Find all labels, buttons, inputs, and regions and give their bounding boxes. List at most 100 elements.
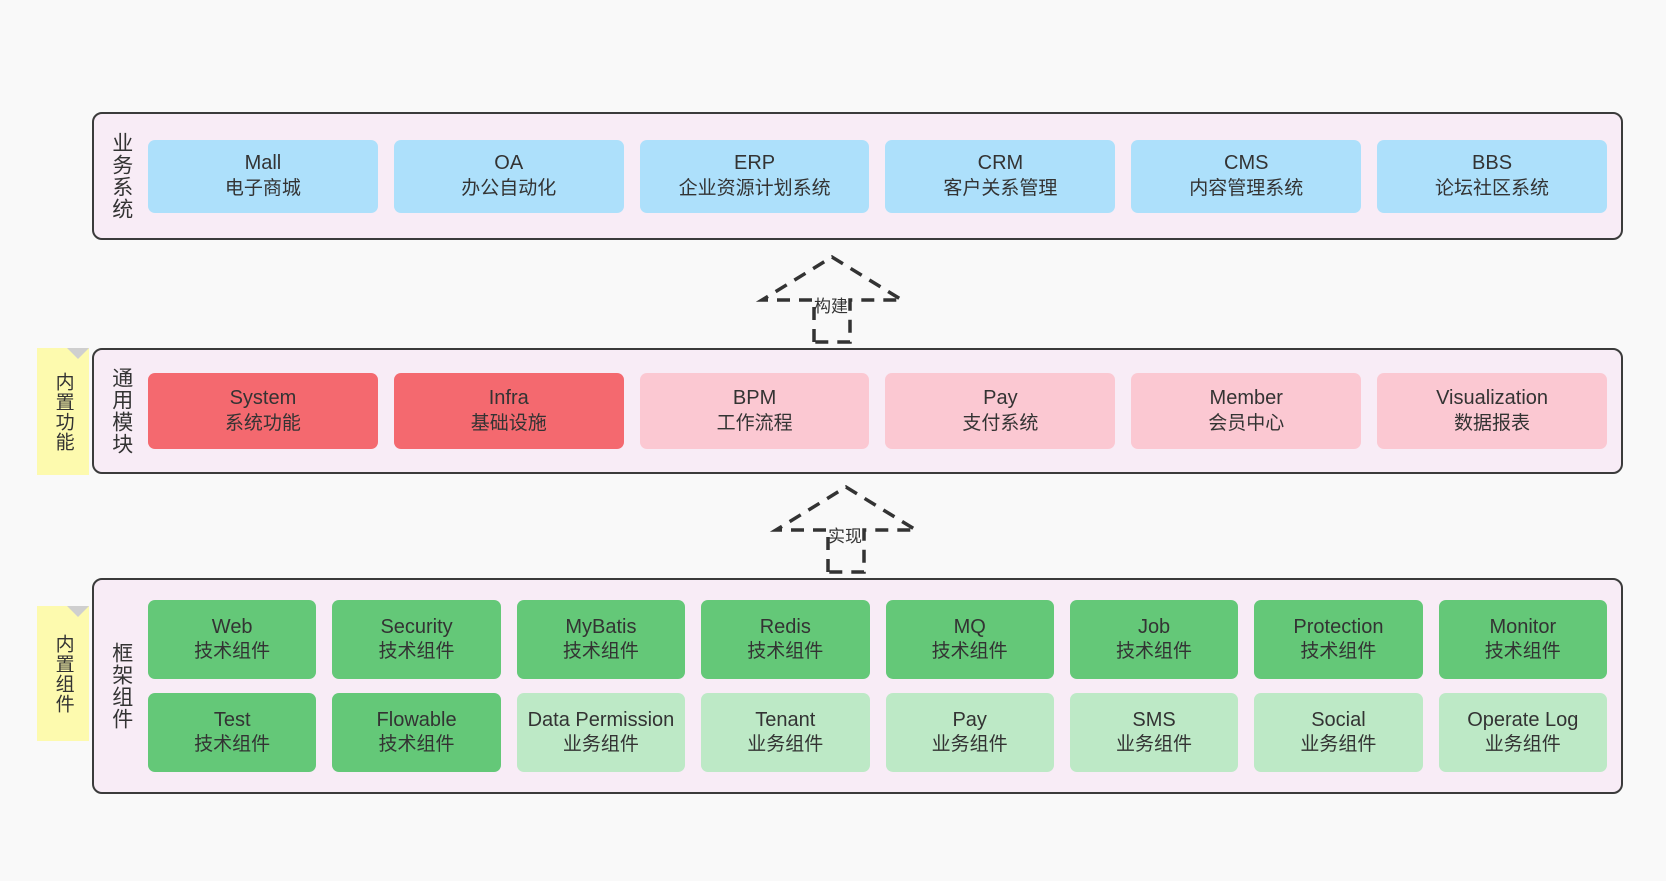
card-web[interactable]: Web 技术组件 (148, 600, 317, 679)
card-title-cn: 业务组件 (747, 734, 824, 756)
card-sms[interactable]: SMS 业务组件 (1069, 693, 1239, 772)
card-member[interactable]: Member 会员中心 (1131, 373, 1362, 449)
layer-body-common: System 系统功能 Infra 基础设施 BPM 工作流程 Pay 支付系统… (148, 350, 1621, 472)
card-title-cn: 工作流程 (716, 412, 793, 434)
card-title-en: Infra (488, 387, 529, 410)
card-social[interactable]: Social 业务组件 (1254, 693, 1423, 772)
card-pay-business[interactable]: Pay 业务组件 (885, 693, 1054, 772)
layer-business-system: 业务系统 Mall 电子商城 OA 办公自动化 ERP 企业资源计划系统 CRM… (92, 112, 1623, 240)
card-data-permission[interactable]: Data Permission 业务组件 (516, 693, 686, 772)
card-title-en: OA (494, 152, 524, 175)
card-protection[interactable]: Protection 技术组件 (1254, 600, 1423, 679)
card-title-en: Member (1209, 387, 1283, 410)
card-row: Mall 电子商城 OA 办公自动化 ERP 企业资源计划系统 CRM 客户关系… (148, 139, 1607, 213)
card-title-en: Pay (952, 708, 987, 731)
card-row: Test 技术组件 Flowable 技术组件 Data Permission … (148, 693, 1607, 772)
card-security[interactable]: Security 技术组件 (332, 600, 501, 679)
card-title-cn: 业务组件 (1300, 734, 1377, 756)
card-infra[interactable]: Infra 基础设施 (393, 373, 624, 449)
card-title-en: MQ (953, 615, 986, 638)
card-crm[interactable]: CRM 客户关系管理 (885, 139, 1116, 213)
card-cms[interactable]: CMS 内容管理系统 (1131, 139, 1362, 213)
card-title-cn: 业务组件 (931, 734, 1008, 756)
card-row: System 系统功能 Infra 基础设施 BPM 工作流程 Pay 支付系统… (148, 373, 1607, 449)
layer-title-business: 业务系统 (109, 132, 133, 220)
card-title-cn: 技术组件 (1300, 641, 1377, 663)
card-flowable[interactable]: Flowable 技术组件 (332, 693, 501, 772)
card-title-cn: 技术组件 (378, 734, 455, 756)
card-title-en: Test (213, 708, 251, 731)
card-erp[interactable]: ERP 企业资源计划系统 (639, 139, 870, 213)
card-title-en: Data Permission (527, 708, 675, 731)
card-title-en: Mall (244, 152, 282, 175)
card-monitor[interactable]: Monitor 技术组件 (1438, 600, 1607, 679)
card-title-cn: 技术组件 (1484, 641, 1561, 663)
card-title-en: CRM (977, 152, 1024, 175)
card-title-cn: 技术组件 (194, 734, 271, 756)
card-mall[interactable]: Mall 电子商城 (148, 139, 378, 213)
card-redis[interactable]: Redis 技术组件 (701, 600, 870, 679)
card-operate-log[interactable]: Operate Log 业务组件 (1438, 693, 1607, 772)
card-title-en: ERP (734, 152, 776, 175)
card-title-cn: 技术组件 (1116, 641, 1193, 663)
card-title-cn: 办公自动化 (461, 177, 557, 199)
card-title-en: Security (380, 615, 453, 638)
card-title-en: Pay (983, 387, 1018, 410)
card-title-en: System (229, 387, 297, 410)
card-test[interactable]: Test 技术组件 (148, 693, 317, 772)
card-pay[interactable]: Pay 支付系统 (885, 373, 1116, 449)
card-title-cn: 数据报表 (1454, 412, 1531, 434)
sticky-fold-corner-icon (67, 606, 89, 628)
layer-framework-components: 框架组件 Web 技术组件 Security 技术组件 MyBatis 技术组件… (92, 578, 1623, 794)
card-title-cn: 业务组件 (1484, 734, 1561, 756)
layer-title-frame: 框架组件 (109, 642, 133, 730)
card-title-en: Redis (759, 615, 811, 638)
card-tenant[interactable]: Tenant 业务组件 (701, 693, 870, 772)
card-title-en: Web (211, 615, 253, 638)
card-title-cn: 技术组件 (194, 641, 271, 663)
card-visualization[interactable]: Visualization 数据报表 (1377, 373, 1607, 449)
card-row: Web 技术组件 Security 技术组件 MyBatis 技术组件 Redi… (148, 600, 1607, 679)
card-title-cn: 论坛社区系统 (1435, 177, 1550, 199)
card-title-cn: 电子商城 (224, 177, 301, 199)
card-title-en: BPM (732, 387, 777, 410)
card-title-en: Operate Log (1467, 708, 1579, 731)
card-title-cn: 支付系统 (962, 412, 1039, 434)
card-title-cn: 技术组件 (747, 641, 824, 663)
generalization-arrow-implement (766, 482, 926, 574)
card-title-en: Protection (1293, 615, 1384, 638)
generalization-arrow-build (752, 252, 912, 344)
card-title-en: Social (1311, 708, 1366, 731)
card-title-cn: 基础设施 (470, 412, 547, 434)
card-bbs[interactable]: BBS 论坛社区系统 (1377, 139, 1607, 213)
card-title-en: Flowable (376, 708, 457, 731)
sticky-note-builtin-components: 内置组件 (37, 606, 89, 741)
card-oa[interactable]: OA 办公自动化 (393, 139, 624, 213)
sticky-note-label: 内置组件 (52, 633, 74, 714)
card-title-en: BBS (1472, 152, 1513, 175)
card-title-en: Tenant (755, 708, 816, 731)
card-title-en: SMS (1132, 708, 1176, 731)
card-title-en: CMS (1224, 152, 1269, 175)
sticky-fold-corner-icon (67, 348, 89, 370)
card-title-cn: 企业资源计划系统 (678, 177, 831, 199)
card-mq[interactable]: MQ 技术组件 (885, 600, 1054, 679)
sticky-note-builtin-features: 内置功能 (37, 348, 89, 475)
card-title-cn: 系统功能 (224, 412, 301, 434)
card-title-en: Job (1137, 615, 1171, 638)
card-title-cn: 技术组件 (931, 641, 1008, 663)
card-title-cn: 技术组件 (378, 641, 455, 663)
card-title-en: Visualization (1436, 387, 1549, 410)
card-mybatis[interactable]: MyBatis 技术组件 (516, 600, 686, 679)
connector-label-implement: 实现 (828, 527, 862, 546)
card-title-cn: 客户关系管理 (943, 177, 1058, 199)
card-bpm[interactable]: BPM 工作流程 (639, 373, 870, 449)
card-title-en: Monitor (1489, 615, 1557, 638)
card-job[interactable]: Job 技术组件 (1069, 600, 1239, 679)
sticky-note-label: 内置功能 (52, 371, 74, 452)
card-title-en: MyBatis (565, 615, 637, 638)
layer-body-frame: Web 技术组件 Security 技术组件 MyBatis 技术组件 Redi… (148, 580, 1621, 792)
card-system[interactable]: System 系统功能 (148, 373, 378, 449)
connector-label-build: 构建 (814, 297, 848, 316)
